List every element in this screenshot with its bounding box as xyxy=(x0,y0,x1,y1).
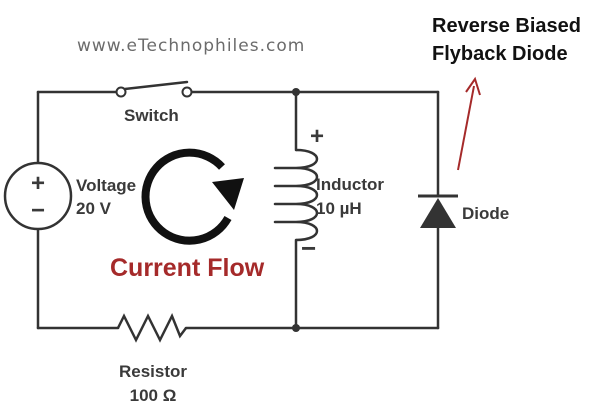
annotation-arrow-icon xyxy=(457,76,481,171)
current-flow-label: Current Flow xyxy=(110,254,265,282)
voltage-source-symbol xyxy=(3,161,73,231)
resistor-zigzag-icon xyxy=(116,312,187,343)
current-flow-arrow-icon xyxy=(141,148,244,245)
inductor-minus-sign: − xyxy=(301,233,316,263)
switch-contact-right xyxy=(181,86,193,98)
annotation-line-1: Reverse Biased xyxy=(432,15,581,37)
inductor-plus-sign: + xyxy=(310,123,324,150)
diode: Diode xyxy=(418,194,509,228)
switch-contact-left xyxy=(115,86,127,98)
voltage-name-label: Voltage xyxy=(76,176,136,195)
current-flow-arrowhead xyxy=(212,178,244,210)
watermark-url: www.eTechnophiles.com xyxy=(77,36,305,56)
junction-bottom xyxy=(292,324,300,332)
annotation-arrow-shaft xyxy=(457,85,475,171)
switch-label: Switch xyxy=(124,106,179,125)
voltage-minus-sign: − xyxy=(31,197,45,224)
current-flow-arc xyxy=(141,148,232,245)
diode-triangle-icon xyxy=(420,198,456,228)
inductor: + − Inductor 10 µH xyxy=(273,123,384,263)
switch: Switch xyxy=(115,80,193,125)
inductor-name-label: Inductor xyxy=(316,175,384,194)
annotation-arrow-head xyxy=(465,76,481,96)
diode-label: Diode xyxy=(462,204,509,223)
inductor-value-label: 10 µH xyxy=(316,199,362,218)
resistor-value-label: 100 Ω xyxy=(130,386,177,405)
resistor-name-label: Resistor xyxy=(119,362,187,381)
voltage-source: + − Voltage 20 V xyxy=(3,161,136,231)
annotation-line-2: Flyback Diode xyxy=(432,43,568,65)
inductor-coil-icon xyxy=(273,148,318,242)
voltage-value-label: 20 V xyxy=(76,199,112,218)
wires xyxy=(36,90,440,330)
junction-top xyxy=(292,88,300,96)
switch-lever xyxy=(123,80,189,91)
voltage-plus-sign: + xyxy=(31,170,45,197)
resistor: Resistor 100 Ω xyxy=(116,312,187,405)
